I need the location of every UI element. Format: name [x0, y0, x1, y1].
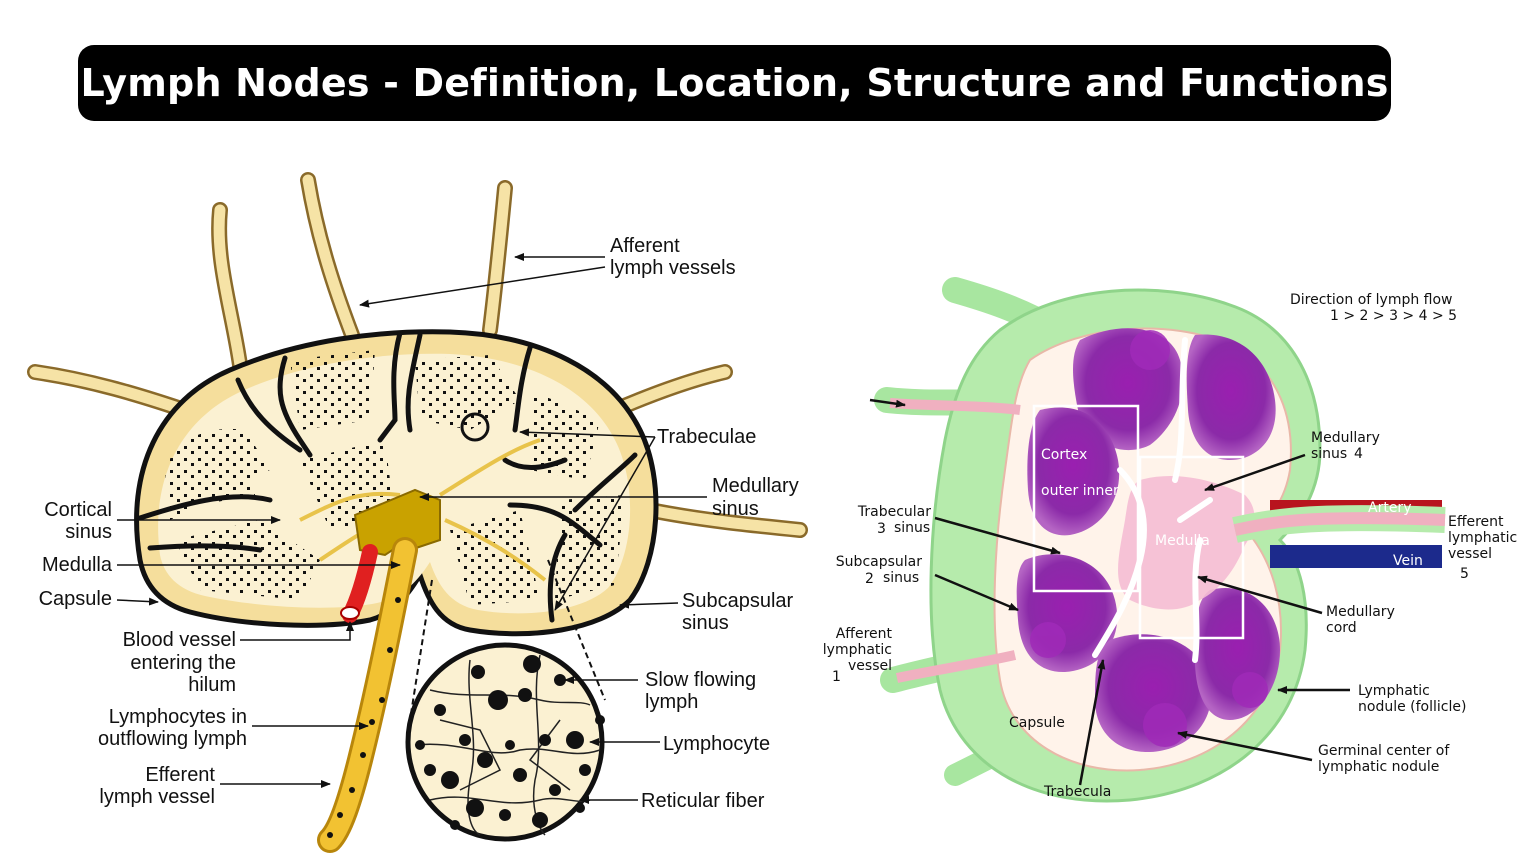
label-medullary-sinus-line2: sinus [712, 498, 759, 520]
label-subcapsular-sinus-1: Subcapsular [836, 554, 922, 570]
label-efferent-r2: lymphatic [1448, 530, 1517, 546]
cortex-lymphocytes [165, 350, 625, 605]
left-lymph-node-diagram: Afferent lymph vessels Trabeculae Medull… [27, 172, 808, 853]
medulla-box [1138, 455, 1245, 640]
zoom-region-circle [460, 412, 490, 442]
left-labels: Afferent lymph vessels Trabeculae Medull… [39, 235, 799, 812]
label-afferent-r2: lymphatic [823, 642, 892, 658]
label-slow-lymph-line1: Slow flowing [645, 669, 756, 691]
label-reticular-fiber: Reticular fiber [641, 790, 765, 812]
label-trabecular-sinus-1: Trabecular [857, 504, 931, 520]
afferent-lymphatic-vessel-bottom [895, 650, 1017, 683]
label-lymphatic-nodule-1: Lymphatic [1358, 683, 1430, 699]
label-subcapsular-line2: sinus [682, 612, 729, 634]
label-efferent-r3: vessel [1448, 546, 1492, 562]
left-leader-lines [116, 253, 707, 804]
label-afferent-line2: lymph vessels [610, 257, 736, 279]
vein [1270, 545, 1442, 568]
label-medullary-cord-2: cord [1326, 620, 1357, 636]
cortex-box [1032, 404, 1140, 593]
label-num-4: 4 [1354, 446, 1363, 462]
label-num-3: 3 [877, 521, 886, 537]
label-afferent-line1: Afferent [610, 235, 680, 257]
zoom-connector-lines [409, 559, 606, 721]
label-outer-inner: outer inner [1041, 483, 1119, 499]
afferent-lymphatic-vessel-top [889, 398, 1021, 415]
label-subcapsular-line1: Subcapsular [682, 590, 794, 612]
label-afferent-r1: Afferent [836, 626, 893, 642]
label-num-5: 5 [1460, 566, 1469, 582]
label-cortex: Cortex [1041, 447, 1087, 463]
right-lymph-node-diagram: Direction of lymph flow 1 > 2 > 3 > 4 > … [823, 277, 1517, 803]
label-medullary-sinus-r1: Medullary [1311, 430, 1380, 446]
label-direction-line1: Direction of lymph flow [1290, 292, 1453, 308]
label-cortical-sinus-line2: sinus [65, 521, 112, 543]
label-subcapsular-sinus-2: sinus [883, 570, 919, 586]
afferent-vessels [27, 172, 808, 538]
trabeculae [137, 330, 638, 623]
right-medulla [1118, 475, 1255, 610]
label-cortical-sinus-line1: Cortical [44, 499, 112, 521]
label-efferent-line1: Efferent [145, 764, 215, 786]
label-slow-lymph-line2: lymph [645, 691, 698, 713]
page-title: Lymph Nodes - Definition, Location, Stru… [80, 61, 1389, 105]
label-trabecula: Trabecula [1043, 784, 1111, 800]
label-capsule-right: Capsule [1009, 715, 1065, 731]
label-medullary-cord-1: Medullary [1326, 604, 1395, 620]
label-medulla: Medulla [42, 554, 113, 576]
label-capsule: Capsule [39, 588, 112, 610]
label-germinal-2: lymphatic nodule [1318, 759, 1439, 775]
label-lymphocytes-out-line1: Lymphocytes in [109, 706, 247, 728]
title-banner: Lymph Nodes - Definition, Location, Stru… [78, 45, 1391, 121]
zoom-detail-circle [405, 642, 605, 842]
label-trabecular-sinus-2: sinus [894, 520, 930, 536]
label-lymphocytes-out-line2: outflowing lymph [98, 728, 247, 750]
label-efferent-r1: Efferent [1448, 514, 1504, 530]
label-blood-vessel-line3: hilum [188, 674, 236, 696]
right-leader-lines [869, 398, 1350, 786]
blood-vessel-opening [340, 606, 360, 620]
label-trabeculae: Trabeculae [657, 426, 756, 448]
label-lymphocyte: Lymphocyte [663, 733, 770, 755]
label-afferent-r3: vessel [848, 658, 892, 674]
label-num-2: 2 [865, 571, 874, 587]
label-germinal-1: Germinal center of [1318, 743, 1450, 759]
label-artery: Artery [1368, 500, 1411, 516]
label-blood-vessel-line2: entering the [130, 652, 236, 674]
label-num-1: 1 [832, 669, 841, 685]
label-direction-line2: 1 > 2 > 3 > 4 > 5 [1330, 308, 1457, 324]
label-blood-vessel-line1: Blood vessel [123, 629, 236, 651]
right-labels: Direction of lymph flow 1 > 2 > 3 > 4 > … [823, 292, 1517, 800]
label-vein: Vein [1393, 553, 1423, 569]
label-medullary-sinus-r2: sinus [1311, 446, 1347, 462]
label-medullary-sinus-line1: Medullary [712, 475, 799, 497]
efferent-lymphocytes [327, 597, 401, 838]
germinal-centers [1030, 330, 1268, 747]
label-efferent-line2: lymph vessel [99, 786, 215, 808]
label-lymphatic-nodule-2: nodule (follicle) [1358, 699, 1466, 715]
label-medulla-right: Medulla [1155, 533, 1210, 549]
